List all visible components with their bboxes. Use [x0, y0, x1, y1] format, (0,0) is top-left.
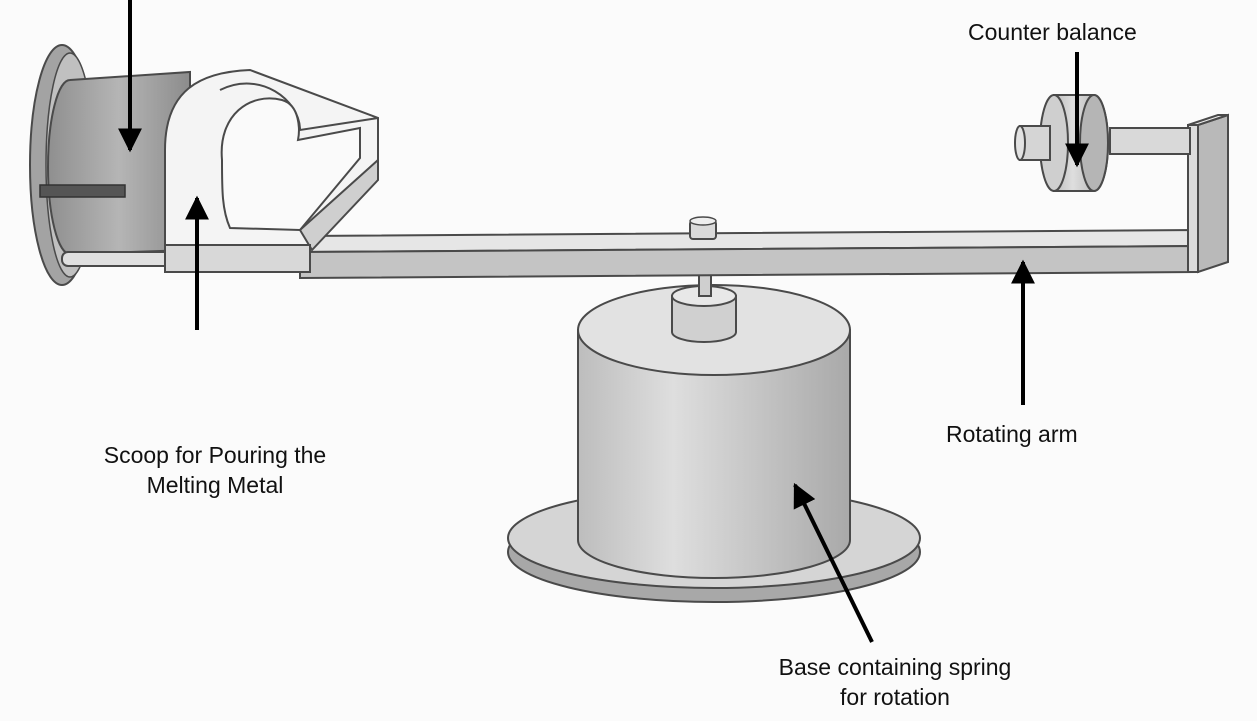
base-assembly — [507, 269, 921, 603]
mold-cylinder — [47, 70, 191, 256]
label-rotating-arm: Rotating arm — [946, 419, 1078, 449]
arrow-base — [793, 482, 874, 643]
label-scoop-line1: Scoop for Pouring the — [103, 442, 327, 468]
counter-balance-weight — [1014, 94, 1191, 192]
label-base-line1: Base containing spring — [778, 654, 1012, 680]
label-counter-balance: Counter balance — [968, 17, 1137, 47]
label-counter-balance-text: Counter balance — [968, 19, 1137, 45]
label-base: Base containing spring for rotation — [735, 652, 1055, 712]
arrows — [118, 0, 1089, 643]
label-base-line2: for rotation — [840, 684, 950, 710]
label-rotating-arm-text: Rotating arm — [946, 421, 1078, 447]
spindle-hub — [671, 295, 737, 343]
mold-assembly — [29, 44, 379, 286]
label-scoop-line2: Melting Metal — [146, 472, 284, 498]
scoop-hollow — [220, 97, 361, 232]
label-scoop: Scoop for Pouring the Melting Metal — [70, 440, 360, 500]
base-cylinder-body — [577, 329, 851, 579]
